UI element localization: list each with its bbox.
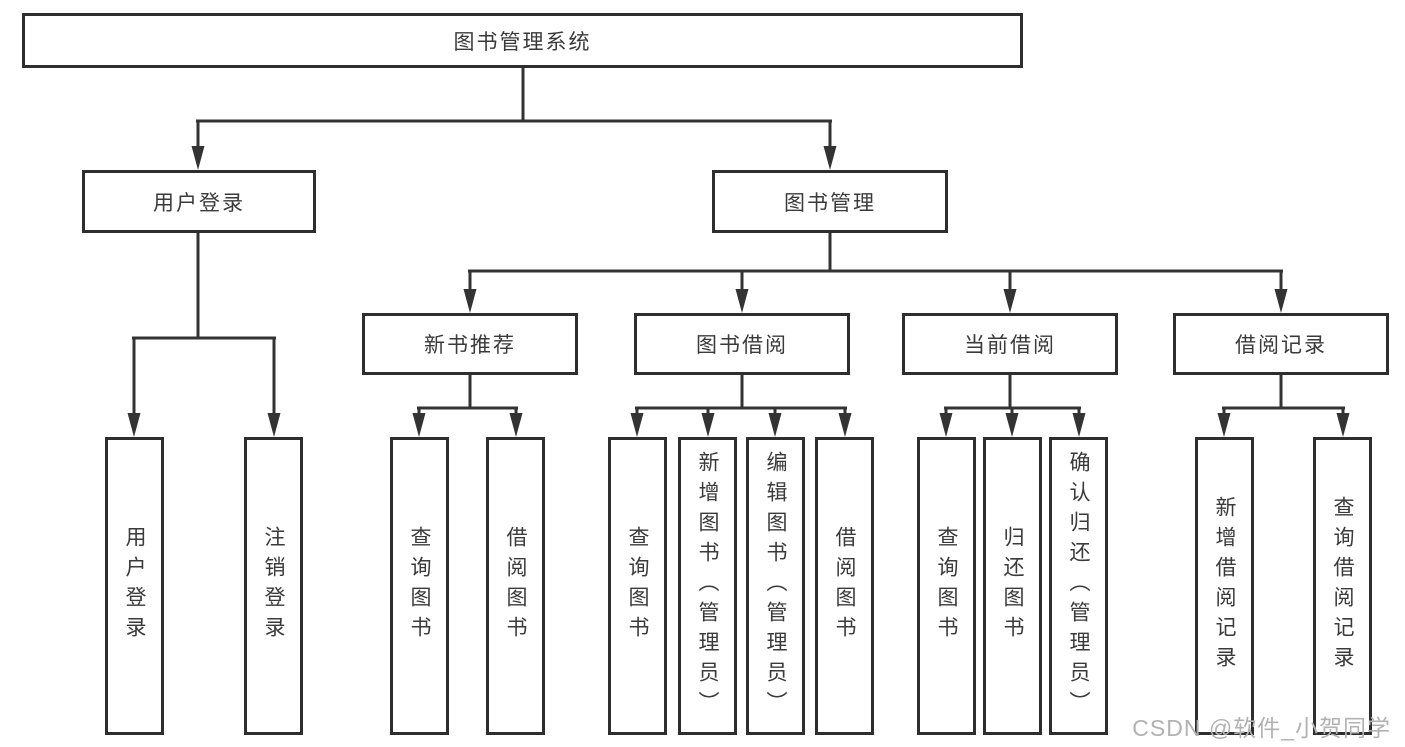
node-new-book-recommend: 新书推荐 <box>362 313 578 375</box>
leaf-logout: 注销登录 <box>244 437 303 735</box>
leaf-borrowing-query-books: 查询图书 <box>608 437 667 735</box>
leaf-current-confirm-return-admin: 确认归还（管理员） <box>1049 437 1108 735</box>
node-root: 图书管理系统 <box>22 13 1023 68</box>
connector-book-borrowing-to-leaves <box>630 375 852 437</box>
leaf-user-login: 用户登录 <box>105 437 164 735</box>
connector-root-to-level2 <box>191 68 837 170</box>
leaf-borrowing-borrow-books: 借阅图书 <box>815 437 874 735</box>
leaf-borrowing-edit-books-admin: 编辑图书（管理员） <box>746 437 805 735</box>
node-user-login: 用户登录 <box>82 170 316 233</box>
connector-borrowing-records-to-leaves <box>1217 375 1350 437</box>
leaf-current-return-books: 归还图书 <box>983 437 1042 735</box>
node-book-borrowing: 图书借阅 <box>634 313 850 375</box>
node-book-management: 图书管理 <box>712 170 948 233</box>
connector-user-login-to-leaves <box>127 233 281 437</box>
connector-current-borrowing-to-leaves <box>939 375 1086 437</box>
leaf-borrowing-add-books-admin: 新增图书（管理员） <box>678 437 737 735</box>
leaf-newrec-query-books: 查询图书 <box>390 437 449 735</box>
connector-new-book-recommend-to-leaves <box>412 375 523 437</box>
leaf-records-query-record: 查询借阅记录 <box>1313 437 1372 735</box>
connector-book-management-to-level3 <box>463 233 1288 313</box>
node-borrowing-records: 借阅记录 <box>1173 313 1389 375</box>
leaf-records-add-record: 新增借阅记录 <box>1195 437 1254 735</box>
leaf-newrec-borrow-books: 借阅图书 <box>486 437 545 735</box>
csdn-watermark: CSDN @软件_小贺同学 <box>1132 715 1391 741</box>
leaf-current-query-books: 查询图书 <box>917 437 976 735</box>
node-current-borrowing: 当前借阅 <box>902 313 1118 375</box>
